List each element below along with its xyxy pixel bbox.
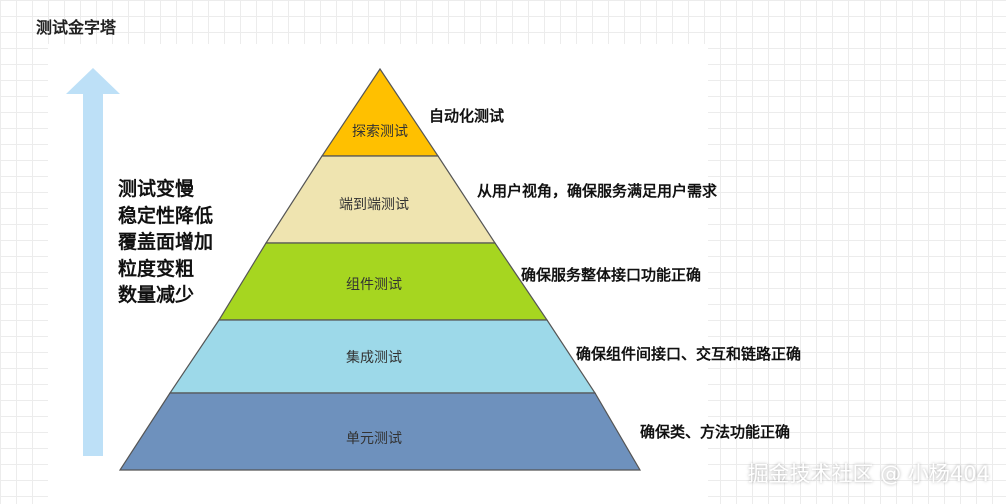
layer-explore-test <box>320 67 440 157</box>
layer-unit-test <box>118 392 642 471</box>
trend-line: 粒度变粗 <box>118 257 195 280</box>
trend-line: 测试变慢 <box>118 178 195 200</box>
layer-desc-integration: 确保组件间接口、交互和链路正确 <box>576 345 802 363</box>
trend-line: 数量减少 <box>118 284 195 306</box>
layer-label-e2e: 端到端测试 <box>339 197 409 213</box>
diagram-title: 测试金字塔 <box>36 18 117 37</box>
trend-text: 测试变慢 稳定性降低 覆盖面增加 粒度变粗 数量减少 <box>118 176 228 309</box>
layer-label-unit: 单元测试 <box>346 431 402 447</box>
watermark: 掘金技术社区 @ 小杨404 <box>747 462 990 486</box>
trend-line: 覆盖面增加 <box>118 231 214 253</box>
layer-desc-component: 确保服务整体接口功能正确 <box>521 266 702 284</box>
trend-arrow-icon <box>66 68 120 456</box>
layer-label-integration: 集成测试 <box>346 349 402 366</box>
layer-desc-unit: 确保类、方法功能正确 <box>640 423 791 441</box>
layer-desc-explore: 自动化测试 <box>429 107 505 125</box>
layer-desc-e2e: 从用户视角，确保服务满足用户需求 <box>477 182 718 200</box>
layer-label-explore: 探索测试 <box>352 123 408 140</box>
trend-line: 稳定性降低 <box>118 204 214 227</box>
layer-label-component: 组件测试 <box>346 277 402 293</box>
